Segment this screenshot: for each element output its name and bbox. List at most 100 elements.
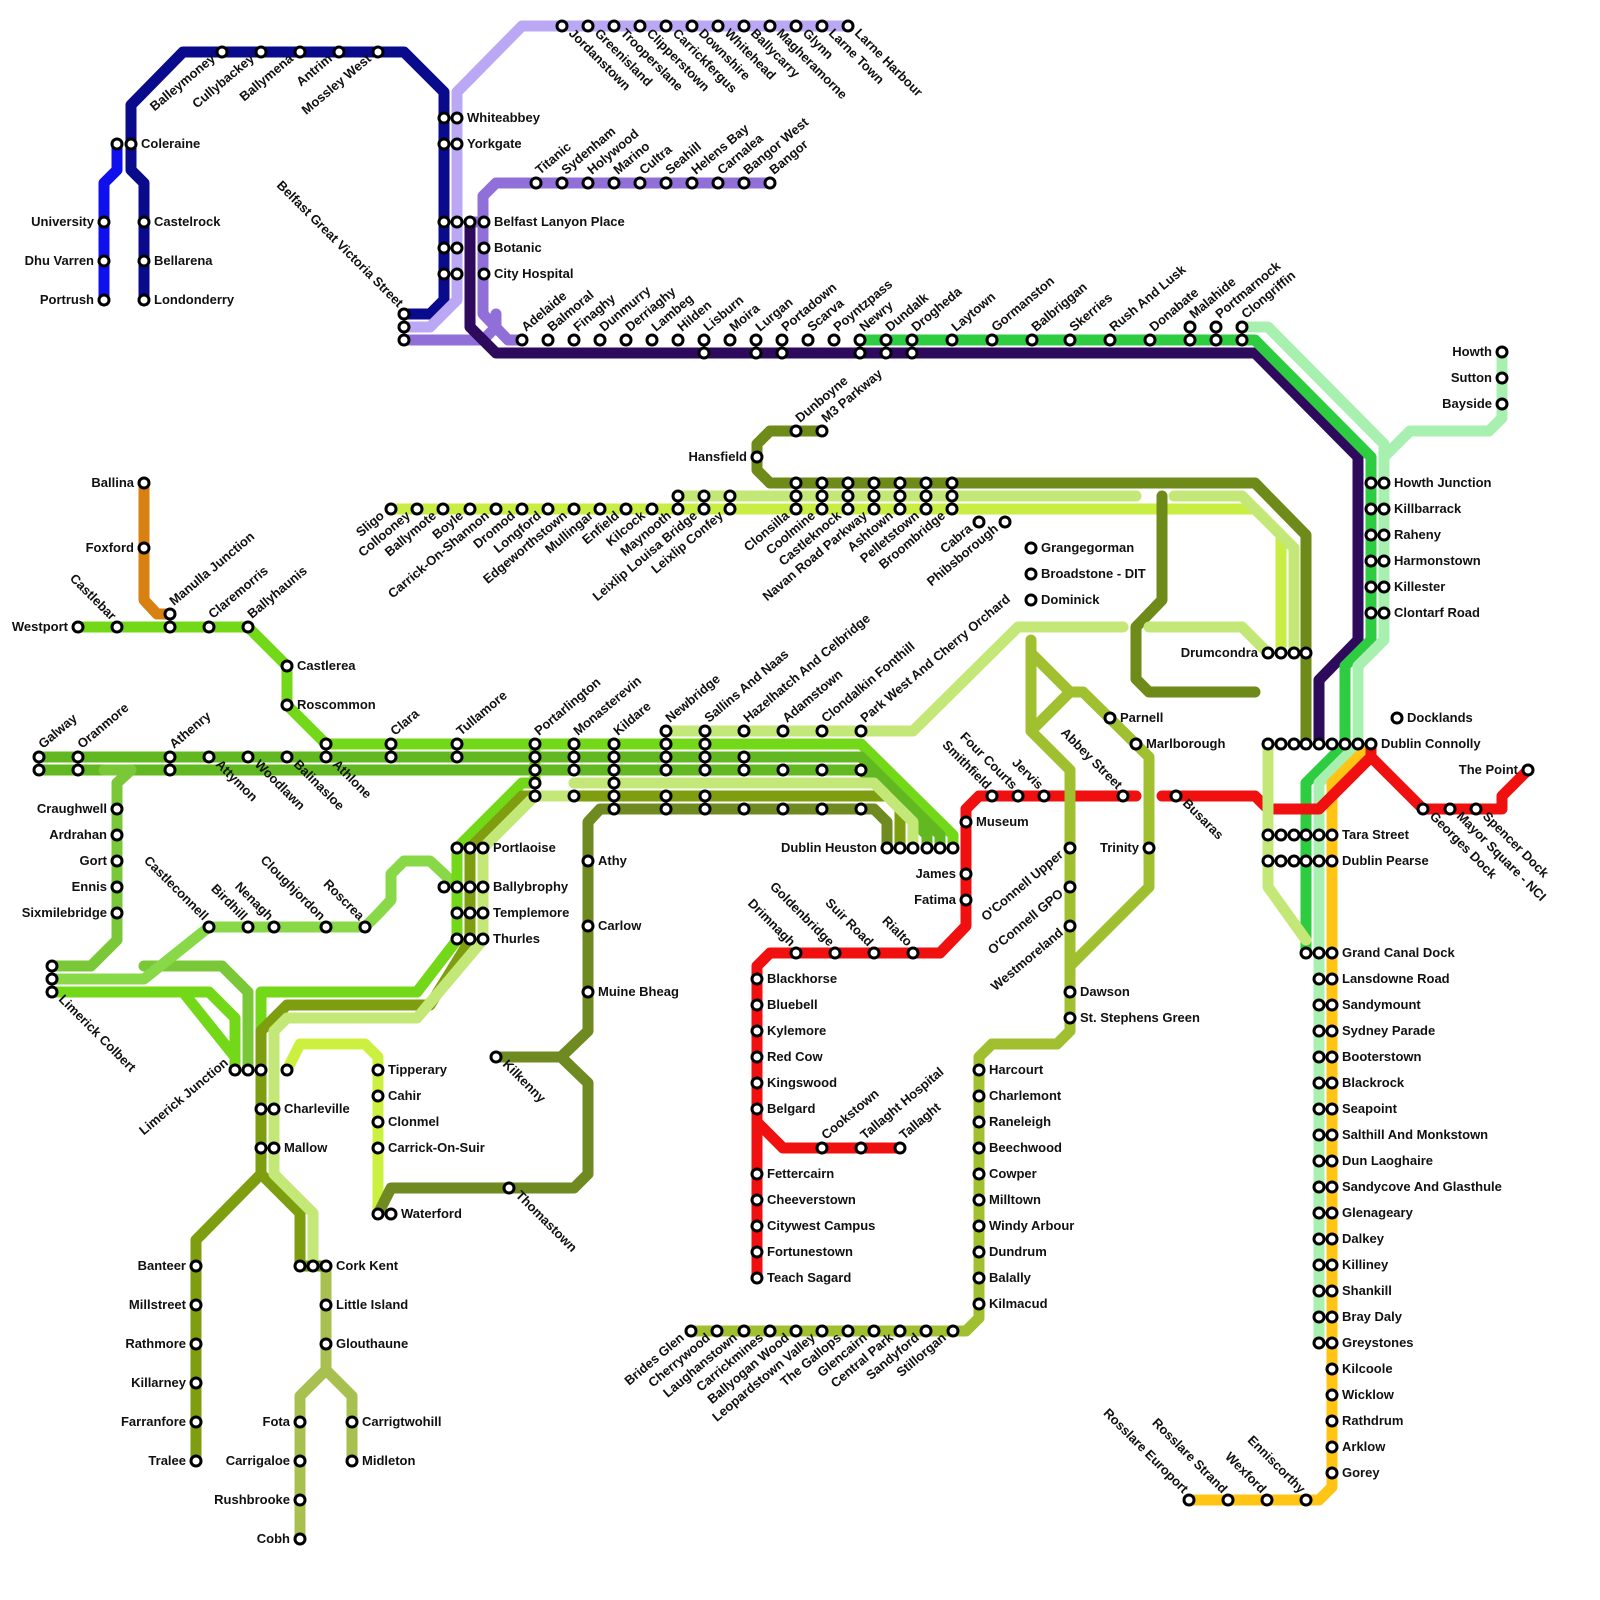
station-marker[interactable] xyxy=(752,1221,762,1231)
station-marker[interactable] xyxy=(829,335,839,345)
station-marker[interactable] xyxy=(687,21,697,31)
station-marker[interactable] xyxy=(791,504,801,514)
station-fota[interactable]: Fota xyxy=(263,1414,305,1429)
station-marker[interactable] xyxy=(191,1417,201,1427)
station-marker[interactable] xyxy=(752,974,762,984)
station-marker[interactable] xyxy=(1301,1495,1311,1505)
station-marker[interactable] xyxy=(1379,582,1389,592)
station-marker[interactable] xyxy=(803,335,813,345)
station-marker[interactable] xyxy=(974,1195,984,1205)
station-marker[interactable] xyxy=(1065,843,1075,853)
station-marker[interactable] xyxy=(974,1299,984,1309)
station-seapoint[interactable]: Seapoint xyxy=(1327,1101,1398,1116)
station-marker[interactable] xyxy=(321,1261,331,1271)
station-marker[interactable] xyxy=(661,726,671,736)
station-marker[interactable] xyxy=(412,504,422,514)
station-marker[interactable] xyxy=(191,1300,201,1310)
station-marker[interactable] xyxy=(713,21,723,31)
station-marker[interactable] xyxy=(621,504,631,514)
station-marker[interactable] xyxy=(1327,1442,1337,1452)
station-marker[interactable] xyxy=(752,1247,762,1257)
station-marker[interactable] xyxy=(34,752,44,762)
station-belfast-great-victoria-street[interactable]: Belfast Great Victoria Street xyxy=(274,178,409,319)
station-marker[interactable] xyxy=(752,1195,762,1205)
station-marker[interactable] xyxy=(295,1417,305,1427)
station-marker[interactable] xyxy=(948,1326,958,1336)
station-fettercairn[interactable]: Fettercairn xyxy=(752,1166,834,1181)
station-marker[interactable] xyxy=(321,1300,331,1310)
station-parnell[interactable]: Parnell xyxy=(1105,710,1163,725)
station-rathmore[interactable]: Rathmore xyxy=(125,1336,201,1351)
station-marker[interactable] xyxy=(191,1378,201,1388)
station-marker[interactable] xyxy=(452,139,462,149)
station-marker[interactable] xyxy=(126,139,136,149)
station-marker[interactable] xyxy=(751,335,761,345)
station-marker[interactable] xyxy=(1327,1234,1337,1244)
station-marker[interactable] xyxy=(373,1091,383,1101)
station-limerick-colbert[interactable]: Limerick Colbert xyxy=(47,987,139,1075)
station-ballina[interactable]: Ballina xyxy=(91,475,149,490)
station-marker[interactable] xyxy=(686,1326,696,1336)
station-marker[interactable] xyxy=(1327,948,1337,958)
station-dublin-heuston[interactable]: Dublin Heuston xyxy=(781,840,892,855)
station-marker[interactable] xyxy=(752,1000,762,1010)
station-marker[interactable] xyxy=(139,217,149,227)
station-marker[interactable] xyxy=(595,335,605,345)
station-marker[interactable] xyxy=(373,1117,383,1127)
station-roscommon[interactable]: Roscommon xyxy=(282,697,376,712)
station-sandycove-and-glasthule[interactable]: Sandycove And Glasthule xyxy=(1327,1179,1502,1194)
station-marker[interactable] xyxy=(609,739,619,749)
station-dhu-varren[interactable]: Dhu Varren xyxy=(25,253,109,268)
station-marker[interactable] xyxy=(204,752,214,762)
station-marker[interactable] xyxy=(1026,595,1036,605)
station-marker[interactable] xyxy=(1327,1052,1337,1062)
station-marker[interactable] xyxy=(1000,517,1010,527)
station-marker[interactable] xyxy=(869,1326,879,1336)
station-marker[interactable] xyxy=(531,178,541,188)
station-marker[interactable] xyxy=(478,934,488,944)
station-marlborough[interactable]: Marlborough xyxy=(1131,736,1225,751)
station-marker[interactable] xyxy=(739,726,749,736)
station-marker[interactable] xyxy=(856,726,866,736)
station-marker[interactable] xyxy=(386,739,396,749)
station-marker[interactable] xyxy=(1184,1495,1194,1505)
station-marker[interactable] xyxy=(321,752,331,762)
station-marker[interactable] xyxy=(1327,1338,1337,1348)
station-marker[interactable] xyxy=(543,335,553,345)
station-marker[interactable] xyxy=(1105,335,1115,345)
station-athy[interactable]: Athy xyxy=(583,853,628,868)
station-marker[interactable] xyxy=(791,1326,801,1336)
station-marker[interactable] xyxy=(778,726,788,736)
station-enniscorthy[interactable]: Enniscorthy xyxy=(1245,1432,1311,1505)
station-marker[interactable] xyxy=(373,1065,383,1075)
station-marker[interactable] xyxy=(321,1339,331,1349)
station-ballybrophy[interactable]: Ballybrophy xyxy=(478,879,569,894)
station-grand-canal-dock[interactable]: Grand Canal Dock xyxy=(1327,945,1455,960)
station-marker[interactable] xyxy=(635,21,645,31)
station-windy-arbour[interactable]: Windy Arbour xyxy=(974,1218,1074,1233)
station-marker[interactable] xyxy=(1379,478,1389,488)
station-marker[interactable] xyxy=(621,335,631,345)
station-marker[interactable] xyxy=(112,856,122,866)
station-marker[interactable] xyxy=(1327,830,1337,840)
station-cork-kent[interactable]: Cork Kent xyxy=(321,1258,399,1273)
station-marker[interactable] xyxy=(217,47,227,57)
station-dominick[interactable]: Dominick xyxy=(1026,592,1100,607)
station-marker[interactable] xyxy=(373,1143,383,1153)
station-marker[interactable] xyxy=(99,217,109,227)
station-marker[interactable] xyxy=(687,178,697,188)
station-marker[interactable] xyxy=(869,948,879,958)
station-marker[interactable] xyxy=(609,21,619,31)
station-marker[interactable] xyxy=(673,504,683,514)
station-marker[interactable] xyxy=(881,335,891,345)
station-marker[interactable] xyxy=(583,178,593,188)
station-marker[interactable] xyxy=(1263,648,1273,658)
station-teach-sagard[interactable]: Teach Sagard xyxy=(752,1270,851,1285)
station-marker[interactable] xyxy=(974,1065,984,1075)
station-marker[interactable] xyxy=(817,726,827,736)
station-marker[interactable] xyxy=(765,1326,775,1336)
station-marker[interactable] xyxy=(855,335,865,345)
station-marker[interactable] xyxy=(1237,322,1247,332)
station-lansdowne-road[interactable]: Lansdowne Road xyxy=(1327,971,1450,986)
station-marker[interactable] xyxy=(987,335,997,345)
